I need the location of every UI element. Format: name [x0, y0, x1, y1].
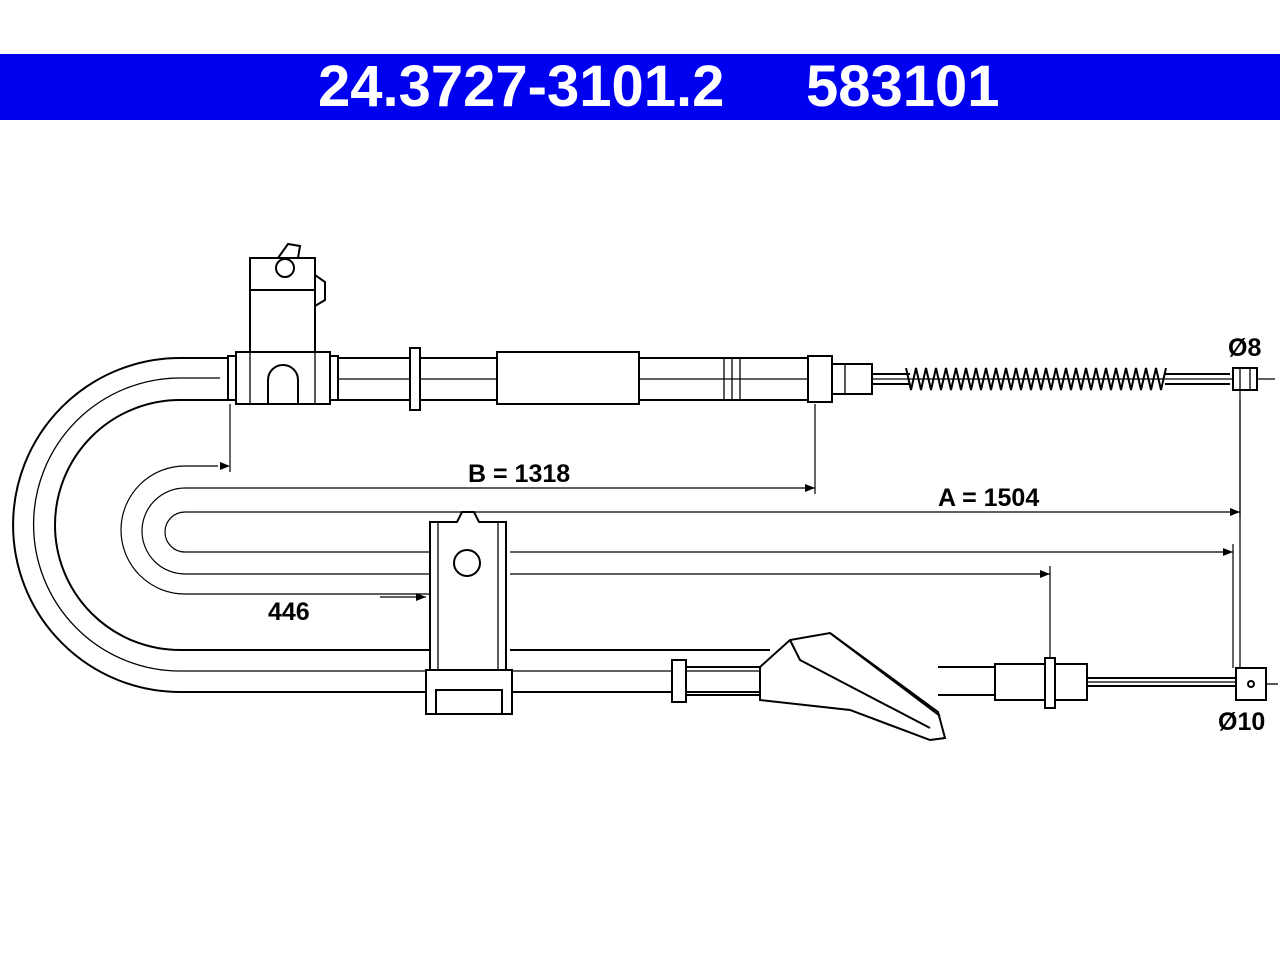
cable-end-nipple-top: [1232, 367, 1258, 391]
upper-end-fitting: [807, 355, 1275, 403]
inner-u-lines: [120, 465, 1240, 595]
sheath-ring: [409, 347, 421, 411]
diameter-top-label: Ø8: [1228, 334, 1261, 362]
title-bar: 24.3727-3101.2 583101: [0, 54, 1280, 120]
sheath-sleeve: [496, 351, 640, 405]
upper-mount-bracket: [227, 242, 339, 405]
tension-spring: [905, 367, 1167, 391]
diameter-bottom-label: Ø10: [1218, 708, 1265, 736]
dimension-b-label: B = 1318: [468, 460, 570, 488]
lower-cable-run: [671, 631, 1278, 742]
part-number-secondary: 583101: [806, 54, 1000, 119]
cable-sheath: [12, 357, 770, 693]
dimension-lines: [220, 390, 1241, 668]
upper-cable-run: [330, 347, 810, 411]
lower-mount-bracket: [425, 511, 513, 715]
dimension-446-label: 446: [268, 598, 310, 626]
dimension-a-label: A = 1504: [938, 484, 1039, 512]
part-number-primary: 24.3727-3101.2: [318, 54, 725, 119]
